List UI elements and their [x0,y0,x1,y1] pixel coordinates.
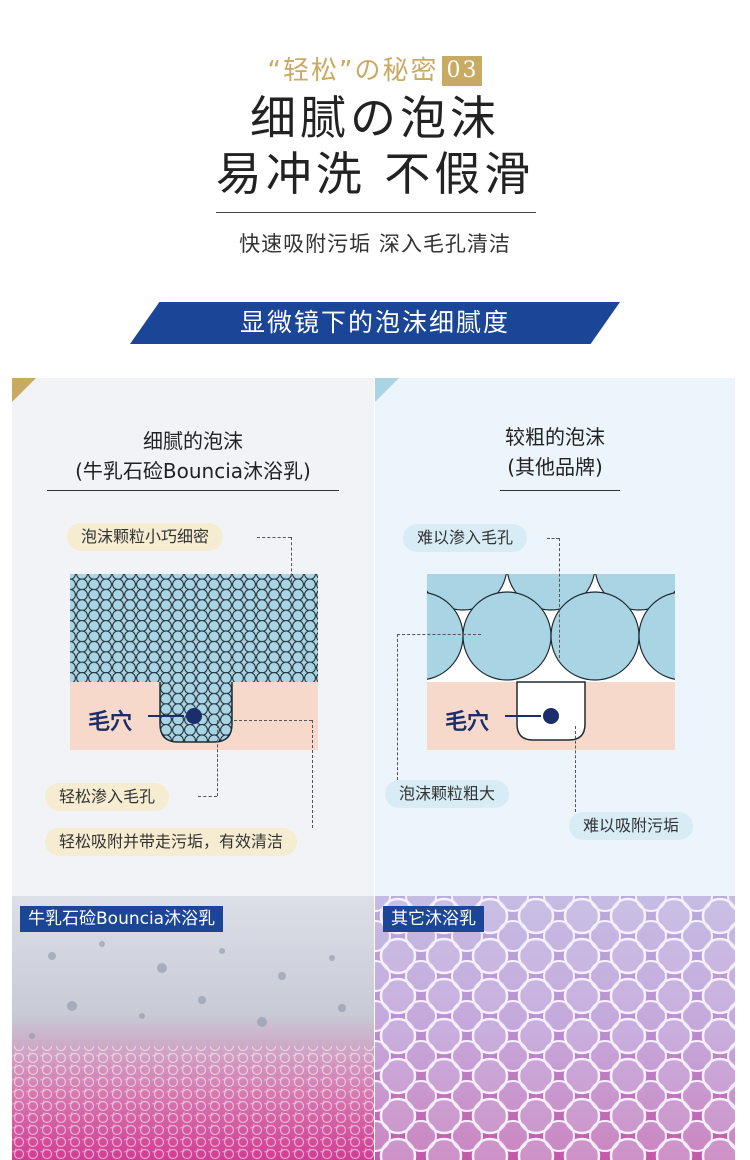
connector-line [397,634,481,635]
fine-foam-diagram [70,574,318,750]
connector-line [547,538,559,539]
coarse-foam-photo-tag: 其它沐浴乳 [383,906,484,932]
panel-corner-accent [12,378,36,402]
coarse-foam-photo-image [375,896,735,1160]
connector-line [257,537,291,538]
coarse-foam-brand: (其他品牌) [507,455,603,479]
coarse-foam-title: 较粗的泡沫 [505,425,605,449]
coarse-foam-pore-label: 毛穴 [445,710,490,735]
banner-label: 显微镜下的泡沫细腻度 [239,308,510,337]
headline-line-1: 细腻の泡沫 [250,91,500,145]
connector-line [312,720,313,828]
fine-foam-photo-tag: 牛乳石硷Bouncia沐浴乳 [20,906,224,932]
fine-foam-pore-label: 毛穴 [88,710,133,735]
kicker-number-badge: 03 [442,56,483,86]
connector-line [217,720,218,796]
coarse-foam-panel: 较粗的泡沫 (其他品牌) 难以渗入毛孔 毛穴 泡沫颗粒粗大 难以吸附污垢 [375,378,735,896]
kicker-text: “轻松”の秘密 [267,56,439,86]
headline-line-2: 易冲洗 不假滑 [215,147,535,201]
connector-line [397,634,398,780]
section-banner: 显微镜下的泡沫细腻度 [130,302,620,344]
connector-line [291,537,292,587]
coarse-foam-title-underline [500,490,620,491]
coarse-foam-callout-particles: 泡沫颗粒粗大 [385,780,510,808]
fine-foam-brand: (牛乳石硷Bouncia沐浴乳) [75,459,311,483]
coarse-foam-callout-penetrate: 难以渗入毛孔 [403,524,528,552]
connector-line [198,796,217,797]
coarse-foam-diagram [427,574,675,750]
connector-line [234,720,312,721]
connector-line [575,726,576,812]
fine-foam-title: 细腻的泡沫 [143,429,243,453]
fine-foam-photo: 牛乳石硷Bouncia沐浴乳 [12,896,374,1160]
connector-line [559,538,560,658]
headline-subtitle: 快速吸附污垢 深入毛孔清洁 [239,232,511,256]
fine-foam-callout-particles: 泡沫颗粒小巧细密 [67,523,224,551]
coarse-foam-photo: 其它沐浴乳 [375,896,735,1160]
fine-foam-callout-clean: 轻松吸附并带走污垢，有效清洁 [45,828,298,856]
panel-corner-accent [375,378,399,402]
coarse-foam-callout-dirt: 难以吸附污垢 [569,812,694,840]
fine-foam-panel: 细腻的泡沫 (牛乳石硷Bouncia沐浴乳) 泡沫颗粒小巧细密 毛穴 轻松渗入毛… [12,378,374,896]
fine-foam-callout-penetrate: 轻松渗入毛孔 [45,783,170,811]
headline-divider [216,212,536,213]
fine-foam-photo-image [12,896,374,1160]
fine-foam-title-underline [47,490,339,491]
